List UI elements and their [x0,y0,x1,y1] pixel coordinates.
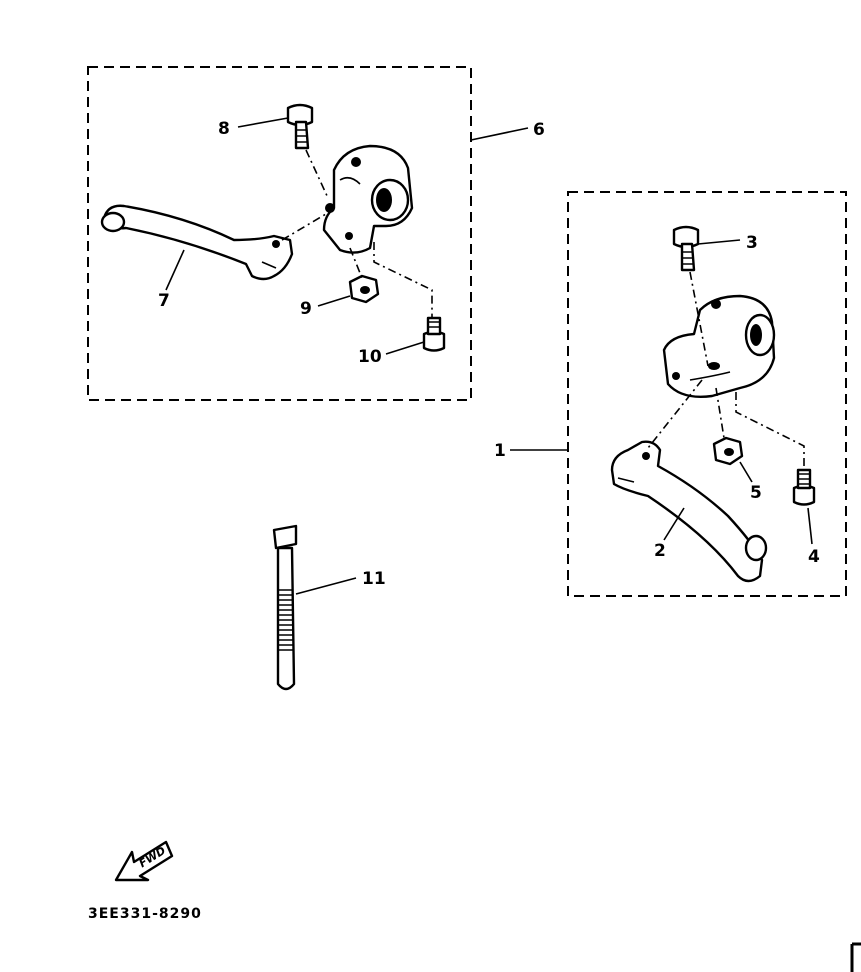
bolt-8 [286,103,314,150]
leader-8 [237,117,289,128]
callout-3: 3 [746,233,758,253]
right-assembly-boundary [567,191,847,597]
assembly-line-3 [689,271,709,367]
leader-10 [385,341,425,355]
assembly-line-5 [715,387,725,439]
leader-7 [165,249,185,291]
leader-2 [663,507,685,541]
left-lever-assembly-group: 8 6 7 9 10 [87,66,545,401]
leader-3 [697,239,741,245]
assembly-line-10 [373,242,433,318]
callout-9: 9 [300,299,312,319]
drawing-code: 3EE331-8290 [88,906,202,922]
lever-holder-right [662,294,776,398]
assembly-line-4 [735,392,805,470]
callout-4: 4 [808,547,820,567]
bolt-3 [672,225,700,272]
right-lever-assembly-group: 3 1 5 2 4 [494,191,847,597]
leader-4 [807,507,813,545]
leader-11 [295,577,357,595]
callout-6: 6 [533,120,545,140]
assembly-line-2 [647,379,703,449]
page-edge-mark [850,942,861,972]
callout-7: 7 [158,291,170,311]
leader-6 [470,127,529,141]
callout-5: 5 [750,483,762,503]
callout-1: 1 [494,441,506,461]
nut-9 [348,274,380,304]
nut-5 [712,436,744,466]
assembly-line-9 [349,247,363,279]
callout-11: 11 [362,569,386,589]
assembly-line-8 [305,149,329,199]
callout-2: 2 [654,541,666,561]
callout-10: 10 [358,347,382,367]
left-assembly-boundary [87,66,472,401]
cable-tie-11: 11 [272,524,386,691]
forward-arrow-icon: FWD [114,840,174,882]
screw-10 [422,316,446,352]
lever-2 [610,440,768,583]
assembly-line-7 [281,213,327,241]
leader-5 [739,461,753,483]
leader-9 [317,295,351,307]
callout-8: 8 [218,119,230,139]
lever-7 [100,204,294,281]
lever-holder-left [322,144,414,254]
screw-4 [792,468,816,506]
